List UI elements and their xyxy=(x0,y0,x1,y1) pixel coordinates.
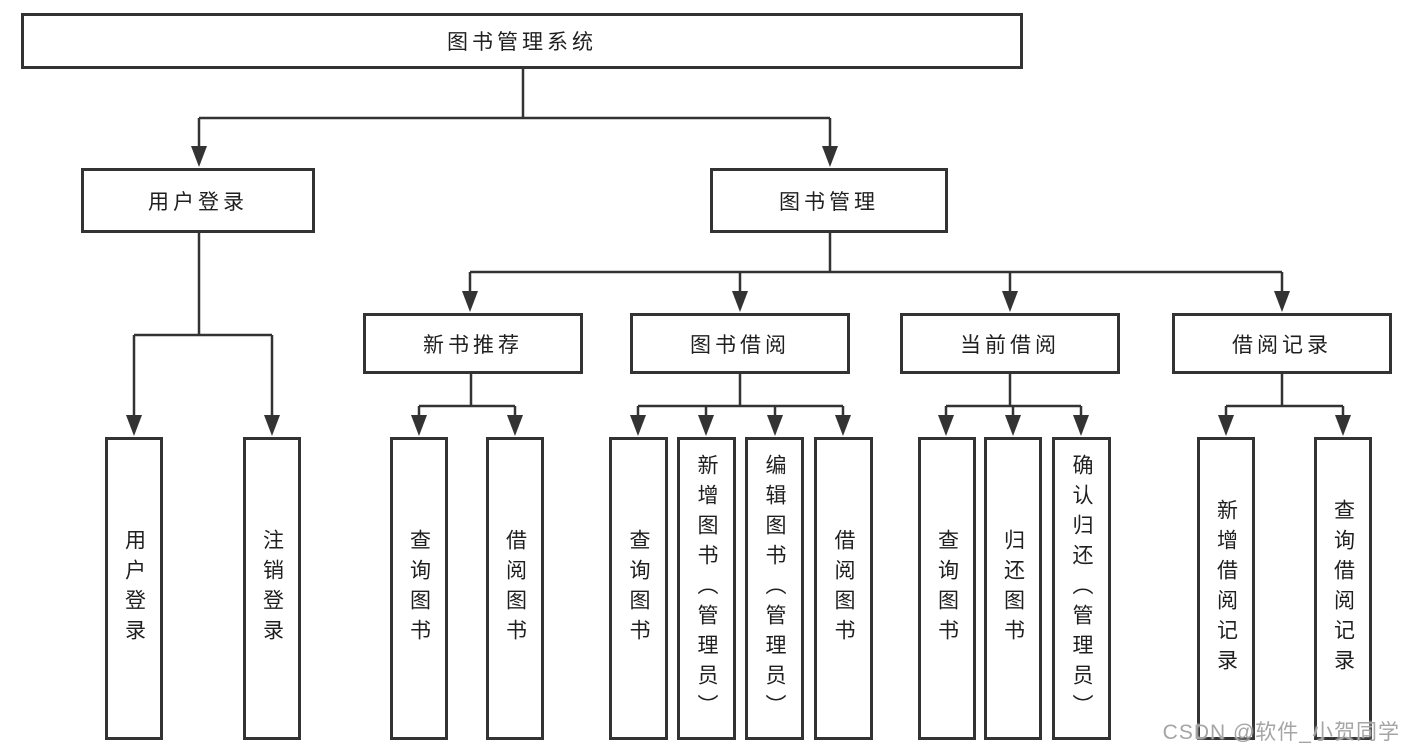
leaf-query-books-borrow: 查询图书 xyxy=(609,437,668,740)
node-label: 图书管理系统 xyxy=(447,31,597,54)
node-book-borrow: 图书借阅 xyxy=(630,313,850,374)
node-label: 新书推荐 xyxy=(423,333,523,357)
connector-book-mgmt xyxy=(468,233,1284,296)
leaf-label: 查询图书 xyxy=(935,528,959,649)
node-book-management: 图书管理 xyxy=(710,168,948,233)
node-label: 用户登录 xyxy=(148,190,248,214)
leaf-label: 借阅图书 xyxy=(503,528,527,649)
node-user-login: 用户登录 xyxy=(81,168,315,233)
leaf-query-books-recommend: 查询图书 xyxy=(390,437,448,740)
leaf-label: 注销登录 xyxy=(260,528,284,649)
leaf-logout: 注销登录 xyxy=(243,437,301,740)
leaf-label: 确认归还（管理员） xyxy=(1070,453,1093,724)
connector-book-borrow xyxy=(636,374,845,419)
connector-user-login xyxy=(132,233,274,419)
node-new-book-recommend: 新书推荐 xyxy=(363,313,583,374)
node-label: 图书管理 xyxy=(779,190,879,214)
node-current-borrow: 当前借阅 xyxy=(900,313,1120,374)
watermark-text: CSDN @软件_小贺同学 xyxy=(1162,721,1400,744)
leaf-borrow-books: 借阅图书 xyxy=(814,437,873,740)
leaf-query-books-current: 查询图书 xyxy=(918,437,976,740)
leaf-add-borrow-record: 新增借阅记录 xyxy=(1197,437,1255,740)
connector-root xyxy=(197,69,832,150)
leaf-label: 新增借阅记录 xyxy=(1214,498,1238,679)
leaf-label: 查询借阅记录 xyxy=(1331,498,1355,679)
leaf-label: 用户登录 xyxy=(122,528,146,649)
leaf-query-borrow-record: 查询借阅记录 xyxy=(1314,437,1372,740)
connector-borrow-records xyxy=(1224,374,1345,419)
arrowheads xyxy=(126,146,1351,436)
leaf-add-books-admin: 新增图书（管理员） xyxy=(677,437,736,740)
leaf-edit-books-admin: 编辑图书（管理员） xyxy=(745,437,804,740)
leaf-return-books: 归还图书 xyxy=(984,437,1042,740)
leaf-confirm-return-admin: 确认归还（管理员） xyxy=(1052,437,1111,740)
node-system-root: 图书管理系统 xyxy=(21,13,1023,69)
leaf-label: 新增图书（管理员） xyxy=(695,453,718,724)
leaf-label: 查询图书 xyxy=(627,528,650,649)
leaf-label: 归还图书 xyxy=(1001,528,1025,649)
node-label: 当前借阅 xyxy=(960,333,1060,357)
leaf-label: 编辑图书（管理员） xyxy=(763,453,786,724)
connector-current-borrow xyxy=(944,374,1083,419)
node-borrow-records: 借阅记录 xyxy=(1172,313,1392,374)
connector-new-book xyxy=(417,374,517,419)
node-label: 借阅记录 xyxy=(1232,333,1332,357)
leaf-label: 查询图书 xyxy=(407,528,431,649)
leaf-label: 借阅图书 xyxy=(832,528,855,649)
node-label: 图书借阅 xyxy=(690,333,790,357)
leaf-user-login: 用户登录 xyxy=(105,437,163,740)
leaf-borrow-books-recommend: 借阅图书 xyxy=(486,437,544,740)
